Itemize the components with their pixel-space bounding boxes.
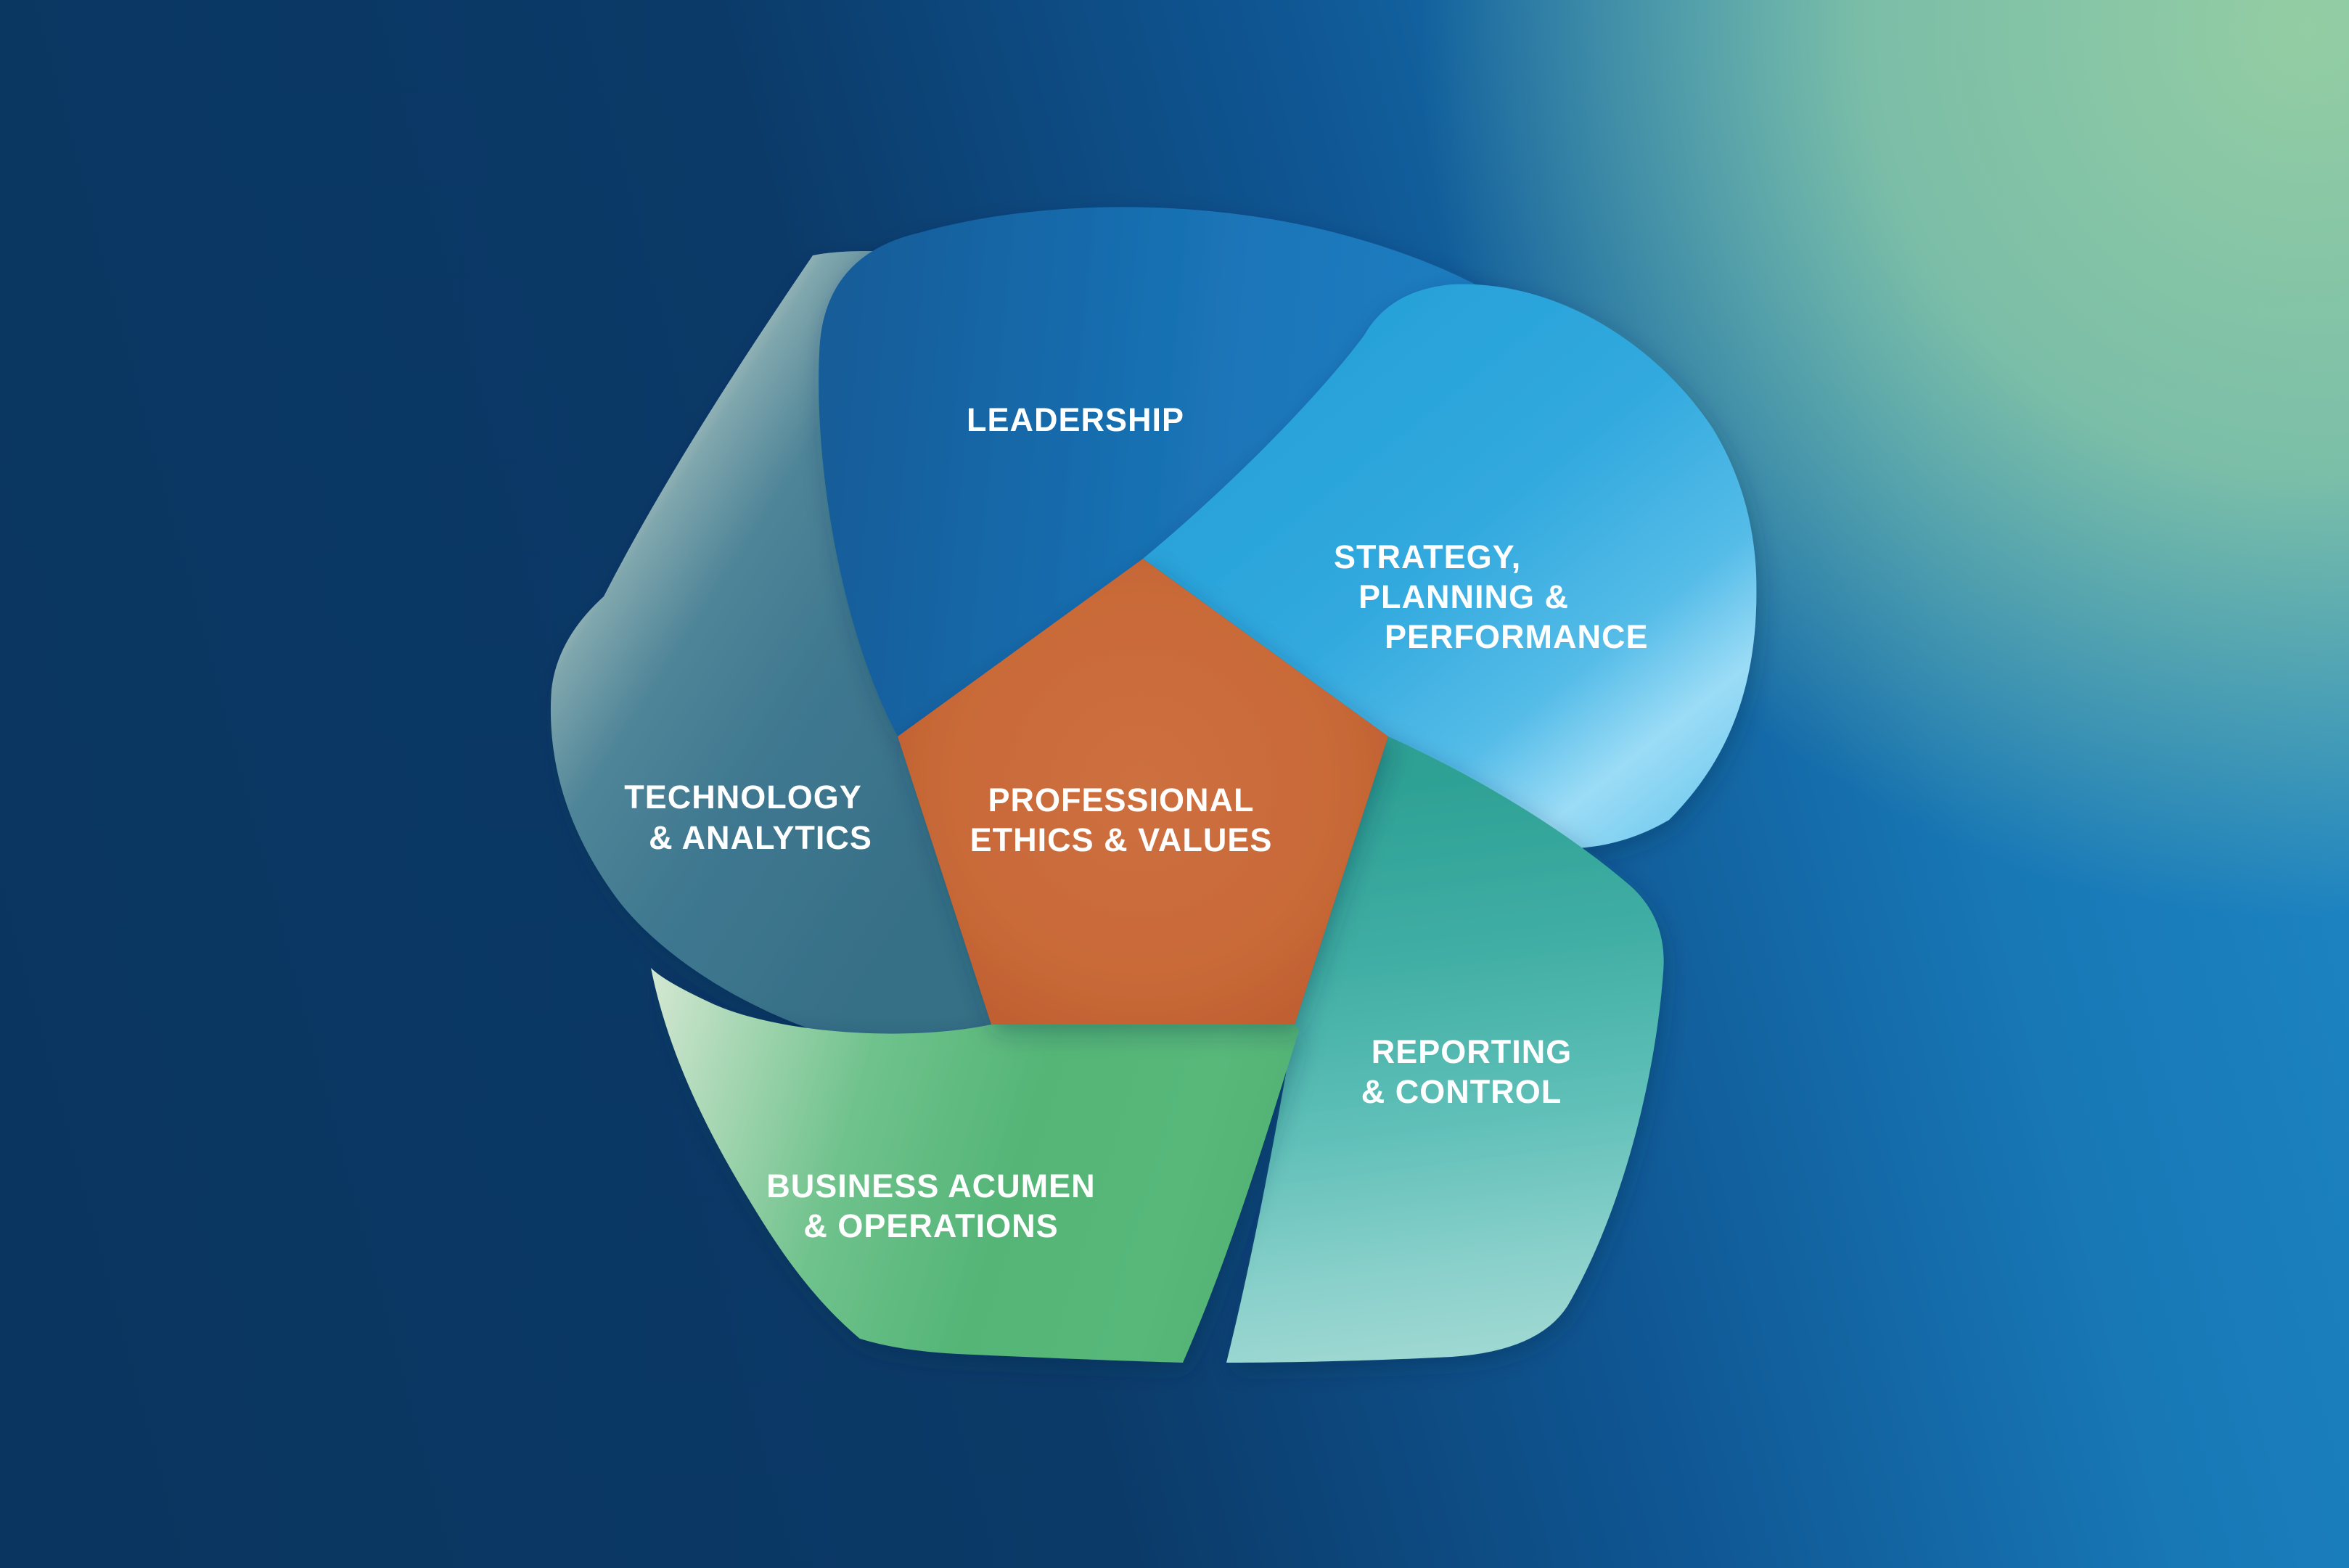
segment-strategy-planning-performance	[1143, 284, 1757, 849]
label-technology-line1: TECHNOLOGY	[624, 779, 862, 816]
label-strategy-line2: PLANNING &	[1358, 578, 1569, 615]
label-center-line2: ETHICS & VALUES	[970, 821, 1273, 858]
center-pentagon	[898, 559, 1388, 1025]
label-strategy-line1: STRATEGY,	[1334, 538, 1521, 575]
label-technology-line2: & ANALYTICS	[649, 819, 872, 856]
label-business-line1: BUSINESS ACUMEN	[766, 1167, 1095, 1204]
labels: LEADERSHIP STRATEGY, PLANNING & PERFORMA…	[624, 401, 1649, 1244]
label-reporting-line2: & CONTROL	[1361, 1073, 1562, 1110]
label-business-line2: & OPERATIONS	[803, 1207, 1058, 1244]
pinwheel	[550, 207, 1757, 1363]
label-leadership: LEADERSHIP	[967, 401, 1184, 438]
label-center-line1: PROFESSIONAL	[988, 781, 1254, 818]
segment-business-acumen-operations	[651, 968, 1299, 1363]
label-reporting-line1: REPORTING	[1372, 1033, 1573, 1070]
label-strategy-line3: PERFORMANCE	[1385, 618, 1649, 655]
segment-reporting-control	[1226, 736, 1664, 1363]
